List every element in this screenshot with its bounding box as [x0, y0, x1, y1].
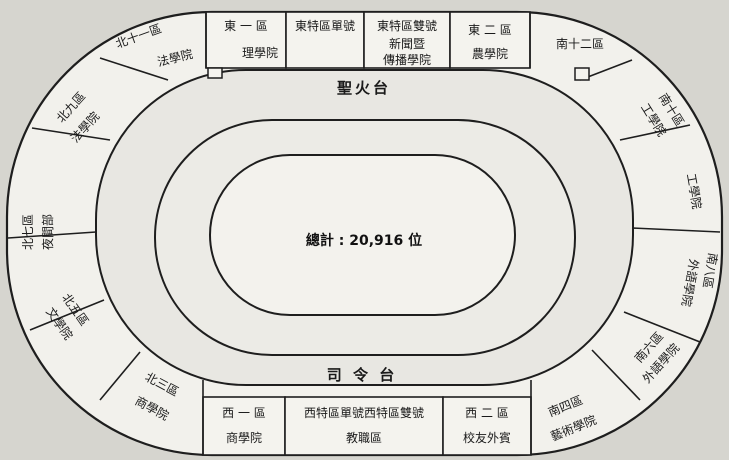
- section-box-west1: [202, 396, 286, 456]
- east2-sub: 農學院: [472, 47, 508, 61]
- section-box-east2: [449, 11, 531, 69]
- west1-sub: 商學院: [226, 430, 262, 445]
- east2-title: 東 二 區: [468, 23, 512, 37]
- ring-dividers: [7, 12, 721, 455]
- south-eng-sub: 工學院: [684, 172, 704, 210]
- east-odd-title: 東特區單號: [295, 18, 355, 33]
- north7-sub: 夜間部: [40, 214, 55, 250]
- notch-left: [207, 67, 223, 79]
- south12-title: 南十二區: [556, 36, 604, 51]
- east-even-sub-2: 傳播學院: [383, 53, 431, 67]
- notch-right: [574, 67, 590, 81]
- east-even-title: 東特區雙號: [377, 18, 437, 33]
- south8-title: 南八區: [700, 252, 721, 290]
- west2-title: 西 二 區: [465, 406, 509, 420]
- east1-title: 東 一 區: [224, 19, 268, 33]
- section-box-east-even: [363, 11, 451, 69]
- east1-sub: 理學院: [242, 46, 278, 60]
- east-even-sub-1: 新聞暨: [389, 36, 425, 51]
- field: [209, 154, 516, 316]
- section-box-west-special: [284, 396, 444, 456]
- west1-title: 西 一 區: [222, 406, 266, 420]
- west-special-sub: 教職區: [346, 430, 382, 445]
- section-box-west2: [442, 396, 532, 456]
- total-label: 總計 : 20,916 位: [306, 232, 422, 249]
- bottom-sections: [202, 396, 532, 456]
- west2-sub: 校友外賓: [463, 430, 511, 445]
- torch-platform-label: 聖火台: [337, 79, 391, 97]
- top-sections: [205, 11, 531, 69]
- north7-title: 北七區: [21, 214, 35, 250]
- command-platform-label: 司 令 台: [327, 366, 397, 384]
- west-special-title: 西特區單號西特區雙號: [304, 405, 424, 420]
